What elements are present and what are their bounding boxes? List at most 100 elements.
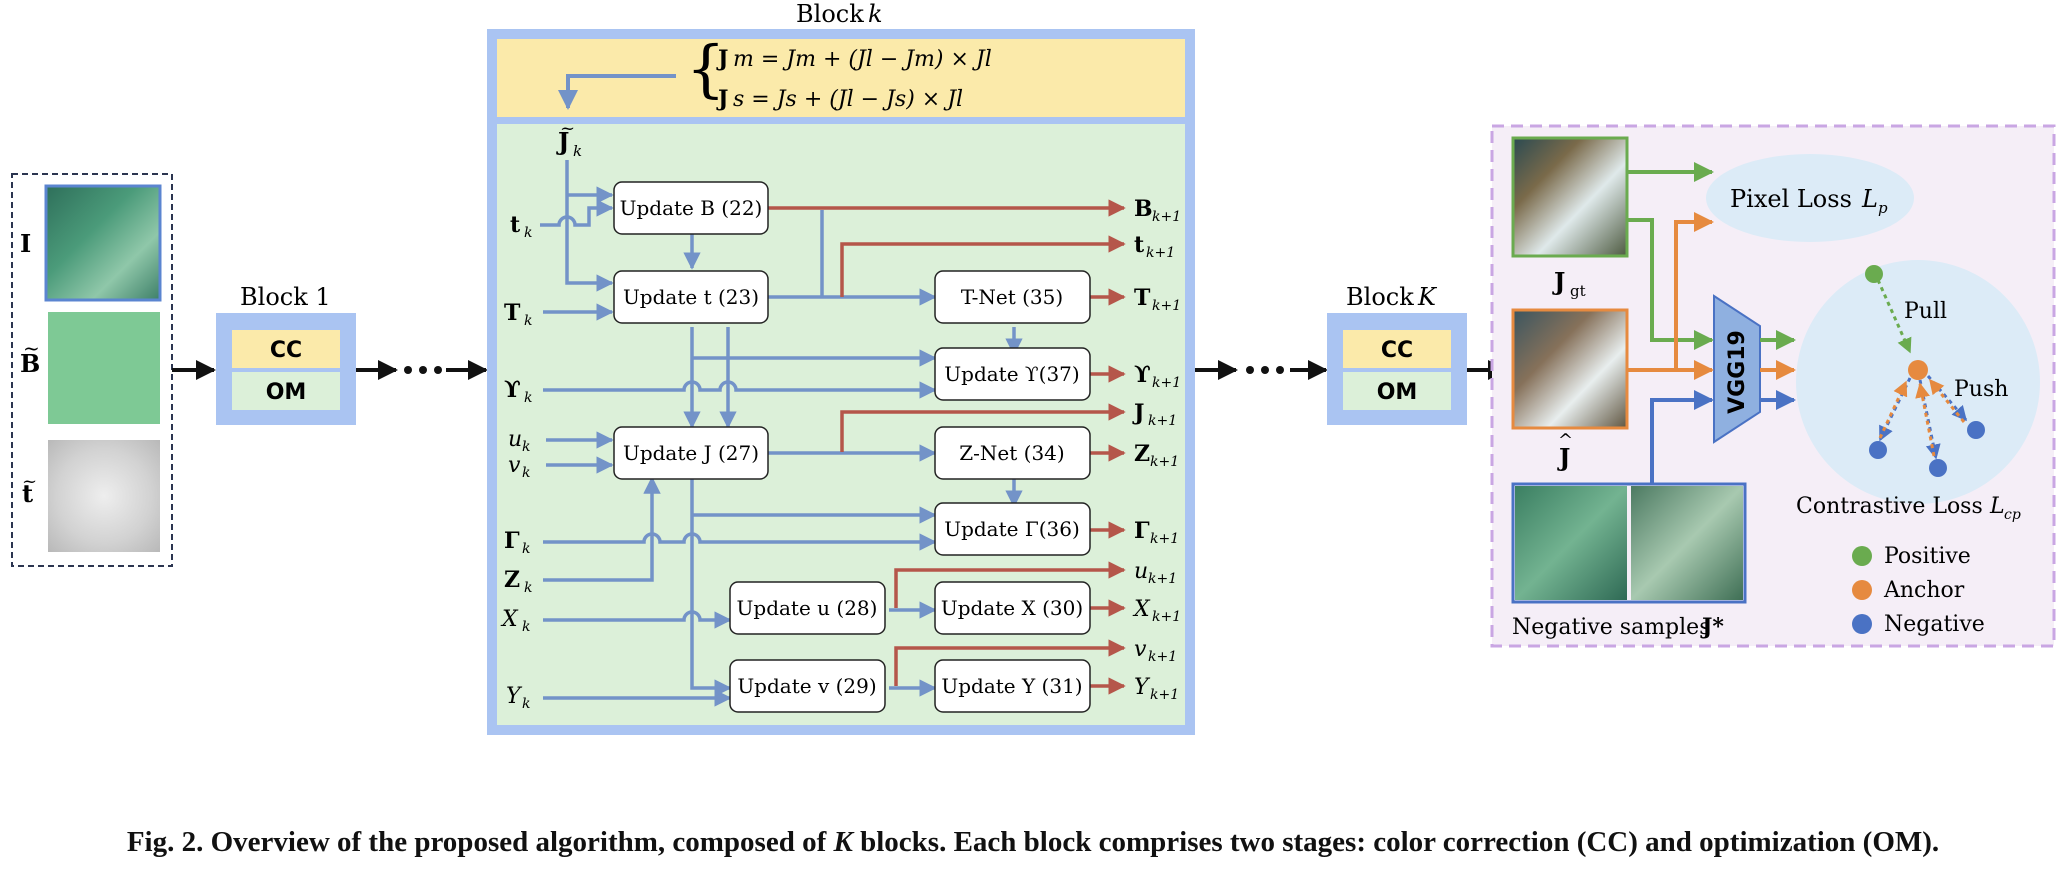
out-label: X: [1132, 597, 1151, 622]
blockK-cc-box: [1343, 330, 1451, 368]
out-sub: k+1: [1152, 209, 1181, 225]
jhat-hat: ^: [1558, 430, 1573, 451]
input-tilde-b: ~: [23, 336, 40, 360]
blockK-cc-label: CC: [1381, 338, 1413, 363]
out-sub: k+1: [1148, 413, 1177, 429]
module-label: Update ϒ(37): [944, 362, 1079, 386]
in-sub: k: [522, 696, 530, 712]
in-label: T: [504, 300, 521, 326]
module-update-upsilon: [934, 347, 1091, 401]
out-sub: k+1: [1148, 649, 1177, 665]
out-label: v: [1134, 637, 1147, 662]
out-sub: k+1: [1146, 245, 1175, 261]
figure-caption: Fig. 2. Overview of the proposed algorit…: [0, 826, 2066, 859]
input-image-i: [44, 184, 162, 302]
block1-om-label: OM: [266, 380, 307, 405]
input-image-b: [48, 312, 160, 424]
out-sub: k+1: [1150, 531, 1179, 547]
pull-arrow: [1876, 279, 1912, 354]
block1-cc-label: CC: [270, 338, 302, 363]
pixel-loss-sub: p: [1878, 199, 1888, 217]
jgt-label: J: [1552, 267, 1565, 296]
blockK-title-var: K: [1417, 283, 1438, 311]
anchor-point: [1908, 360, 1928, 380]
module-label: Update X (30): [941, 596, 1083, 620]
contrastive-label: Contrastive Loss: [1796, 494, 1983, 519]
legend-marker-anchor: [1852, 580, 1872, 600]
module-update-yy: [934, 659, 1091, 713]
eq2-lhs: J: [716, 86, 728, 112]
module-label: Update Γ(36): [944, 517, 1080, 541]
vgg19-label: VGG19: [1725, 330, 1750, 414]
module-z-net: [934, 426, 1091, 480]
module-label: Update v (29): [737, 674, 876, 698]
out-sub: k+1: [1152, 298, 1181, 314]
out-label: Z: [1134, 441, 1150, 467]
out-sub: k+1: [1152, 609, 1181, 625]
in-label: t: [510, 212, 521, 238]
contrastive-var: L: [1989, 494, 2005, 519]
in-sub: k: [524, 313, 532, 329]
module-label: Update t (23): [623, 285, 759, 309]
pixel-loss-label: Pixel Loss: [1730, 185, 1852, 213]
ellipsis-dot: [419, 366, 427, 374]
pull-label: Pull: [1904, 299, 1947, 324]
legend: Positive Anchor Negative: [1852, 544, 1985, 637]
module-boxes: Update B (22) Update t (23) T-Net (35) U…: [613, 181, 1091, 713]
eq1: m = Jm + (Jl − Jm) × Jl: [733, 47, 992, 72]
out-label: J: [1132, 400, 1144, 426]
in-label: ϒ: [504, 377, 521, 403]
blue-connectors: [540, 160, 1023, 707]
negative-point: [1967, 421, 1985, 439]
module-label: Update B (22): [620, 196, 763, 220]
out-label: Γ: [1134, 518, 1150, 544]
ellipsis-dot: [1276, 366, 1284, 374]
pixel-loss-var: L: [1861, 185, 1878, 213]
input-image-t: [48, 440, 160, 552]
in-label: u: [508, 427, 522, 452]
module-update-u: [729, 581, 886, 635]
contrastive-sub: cp: [2004, 507, 2021, 523]
legend-marker-positive: [1852, 546, 1872, 566]
in-label: v: [508, 453, 521, 478]
out-label: Y: [1134, 675, 1151, 700]
in-label: Z: [504, 567, 520, 593]
in-sub: k: [524, 580, 532, 596]
blockK-om-box: [1343, 372, 1451, 410]
eq1-lhs: J: [716, 46, 728, 72]
pixel-loss-ellipse: [1706, 154, 1914, 242]
module-update-x: [934, 581, 1091, 635]
blockk-title-var: k: [868, 0, 883, 28]
input-labels: t k T k ϒ k u k v k Γ k Z k X k Y k: [500, 212, 532, 712]
out-label: ϒ: [1134, 362, 1151, 388]
block1-om-box: [232, 372, 340, 410]
image-jgt: [1511, 136, 1629, 258]
out-sub: k+1: [1152, 375, 1181, 391]
anchor-arrow-1: [1878, 380, 1908, 439]
block1-title: Block 1: [240, 283, 331, 311]
legend-label: Positive: [1884, 544, 1971, 569]
in-sub: k: [522, 439, 530, 455]
jk-sub: k: [573, 142, 582, 160]
caption-prefix: Fig. 2. Overview of the proposed algorit…: [126, 826, 827, 858]
module-label: Z-Net (34): [959, 441, 1064, 465]
block-K: Block K CC OM: [1327, 283, 1467, 425]
in-sub: k: [522, 465, 530, 481]
block1-cc-box: [232, 330, 340, 368]
arrow-cc-to-om: [558, 74, 676, 110]
legend-label: Negative: [1884, 612, 1985, 637]
contrastive-circle: [1796, 260, 2040, 504]
negatives-var: J*: [1700, 614, 1724, 640]
out-label: T: [1134, 285, 1151, 311]
blockK-om-label: OM: [1377, 380, 1418, 405]
blockK-title: Block: [1346, 283, 1414, 311]
negative-image-1: [1515, 486, 1627, 600]
out-sub: k+1: [1150, 687, 1179, 703]
jk-label: J: [556, 127, 569, 156]
out-label: B: [1134, 196, 1153, 222]
negatives-frame: [1511, 482, 1747, 604]
red-connectors: [768, 199, 1126, 695]
jhat-label: J: [1557, 443, 1570, 472]
block-1: Block 1 CC OM: [216, 283, 356, 425]
module-label: Update Y (31): [941, 674, 1082, 698]
